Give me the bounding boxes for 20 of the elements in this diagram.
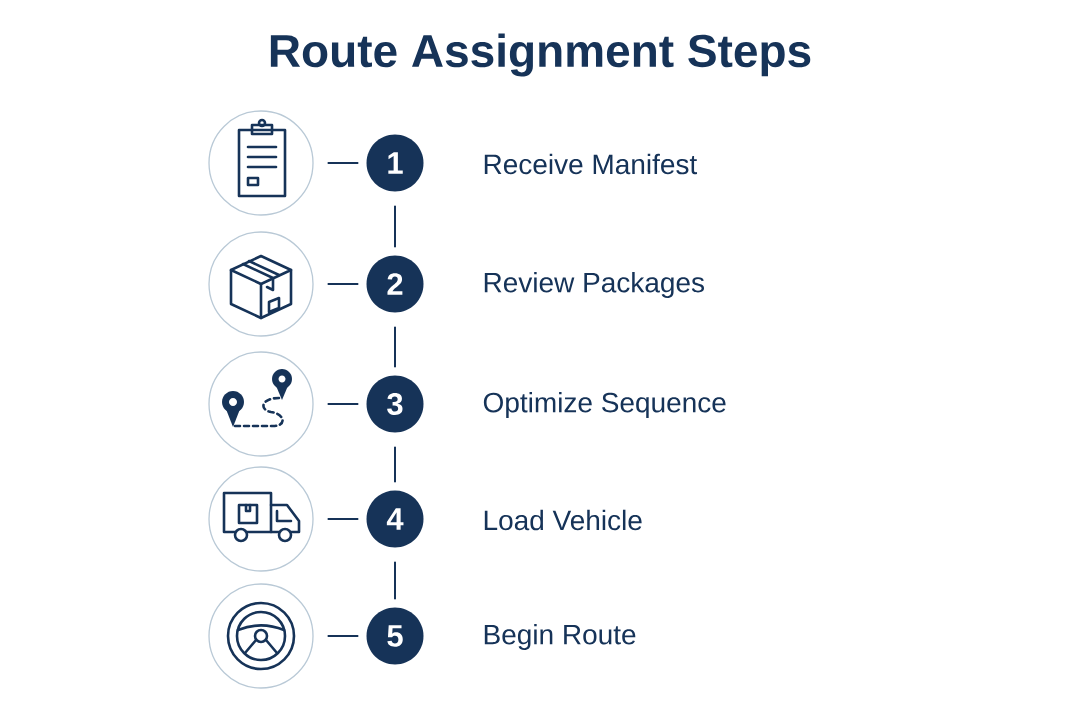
step-label: Optimize Sequence: [483, 391, 726, 419]
step-label: Review Packages: [484, 271, 704, 299]
connector-line: [326, 403, 360, 405]
connector-line: [394, 204, 396, 249]
icon-circle: [208, 583, 314, 689]
connector-line: [326, 518, 360, 520]
icon-circle: [208, 466, 314, 572]
connector-line: [326, 162, 360, 164]
title: Route Assignment Steps: [270, 33, 811, 77]
connector-line: [394, 325, 396, 369]
icon-circle: [208, 110, 314, 216]
step-label: Begin Route: [484, 623, 636, 651]
icon-circle: [208, 231, 314, 337]
icon-circle: [208, 351, 314, 457]
step-label: Receive Manifest: [484, 153, 698, 175]
connector-line: [326, 635, 360, 637]
connector-line: [394, 560, 396, 601]
step-label: Load Vehicle: [484, 509, 642, 531]
connector-line: [394, 445, 396, 484]
connector-line: [326, 283, 360, 285]
